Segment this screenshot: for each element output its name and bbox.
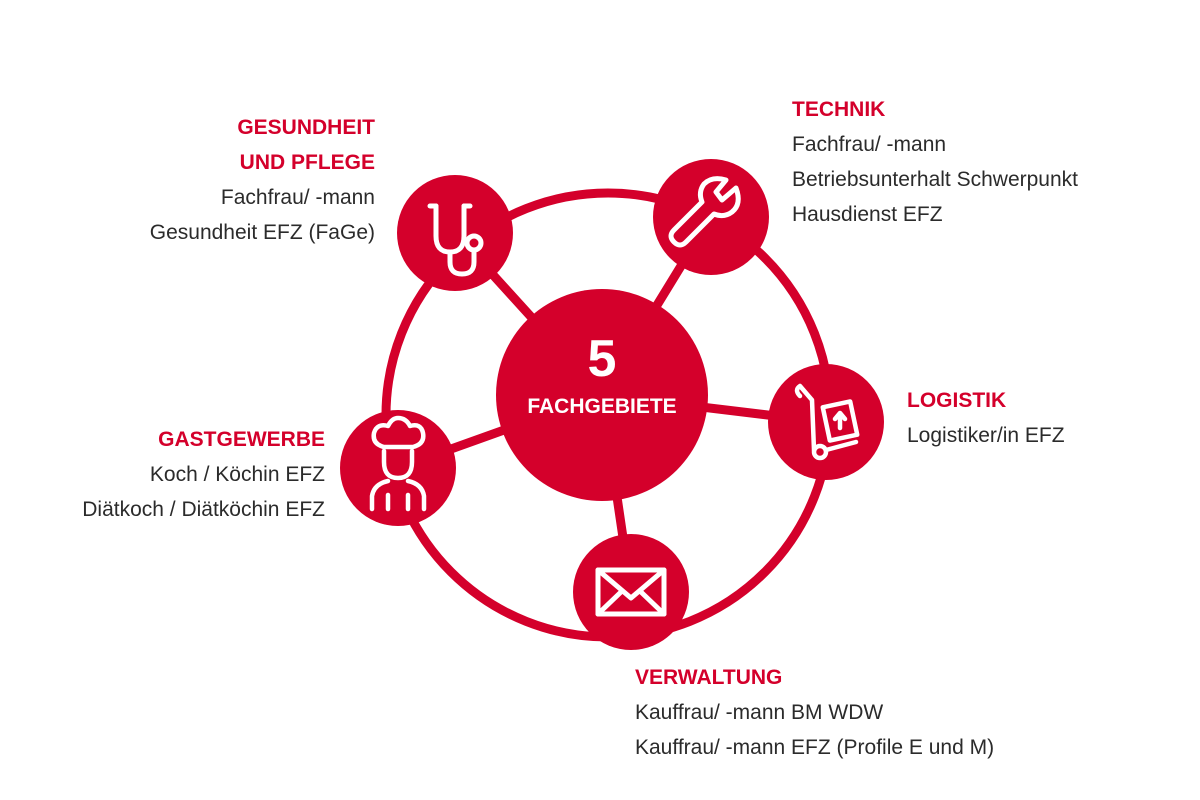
area-title: UND PFLEGE: [239, 151, 375, 174]
node-logistik: [768, 364, 884, 480]
node-verwaltung: [573, 534, 689, 650]
label-verwaltung: VERWALTUNG Kauffrau/ -mann BM WDW Kauffr…: [635, 660, 994, 765]
area-title: GESUNDHEIT: [237, 116, 375, 139]
area-line: Logistiker/in EFZ: [907, 424, 1065, 447]
node-gastgewerbe: [340, 410, 456, 526]
stethoscope-icon: [427, 203, 484, 277]
area-line: Koch / Köchin EFZ: [149, 463, 325, 486]
area-title: LOGISTIK: [907, 389, 1007, 412]
wrench-icon: [668, 176, 741, 248]
chef-icon: [369, 415, 427, 512]
label-technik: TECHNIK Fachfrau/ -mann Betriebsunterhal…: [792, 92, 1078, 232]
area-title: TECHNIK: [792, 98, 886, 121]
area-line: Fachfrau/ -mann: [220, 186, 375, 209]
label-gastgewerbe: GASTGEWERBE Koch / Köchin EFZ Diätkoch /…: [82, 422, 325, 527]
node-gesundheit: [397, 175, 513, 291]
area-line: Kauffrau/ -mann BM WDW: [635, 701, 884, 724]
node-technik: [653, 159, 769, 275]
label-gesundheit: GESUNDHEIT UND PFLEGE Fachfrau/ -mann Ge…: [150, 110, 375, 250]
center-circle: [496, 289, 708, 501]
area-line: Diätkoch / Diätköchin EFZ: [82, 498, 325, 521]
center-label: FACHGEBIETE: [527, 395, 676, 418]
area-line: Gesundheit EFZ (FaGe): [149, 221, 375, 244]
area-line: Betriebsunterhalt Schwerpunkt: [792, 168, 1078, 191]
label-logistik: LOGISTIK Logistiker/in EFZ: [907, 383, 1065, 453]
area-line: Fachfrau/ -mann: [792, 133, 947, 156]
envelope-icon: [595, 567, 667, 617]
area-line: Hausdienst EFZ: [792, 203, 943, 226]
area-line: Kauffrau/ -mann EFZ (Profile E und M): [635, 736, 995, 759]
hand-truck-icon: [794, 383, 860, 461]
area-title: VERWALTUNG: [635, 666, 783, 689]
center-number: 5: [588, 330, 617, 388]
area-title: GASTGEWERBE: [158, 428, 325, 451]
